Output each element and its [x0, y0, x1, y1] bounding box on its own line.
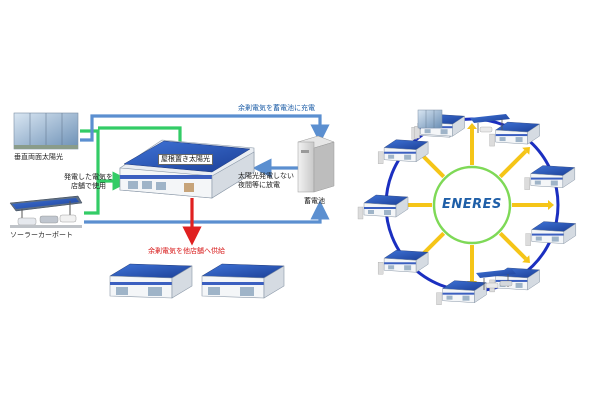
label-solar-carport: ソーラーカーポート — [10, 231, 73, 239]
label-generated-power-used: 発電した電気を 店舗で使用 — [64, 173, 113, 190]
other-store-2-image — [201, 263, 285, 299]
yellow-spoke-arrow — [467, 123, 477, 165]
ring-stores — [357, 113, 577, 305]
mini-vertical-solar — [417, 109, 443, 129]
ring-store-image — [377, 250, 429, 275]
battery-image — [297, 135, 335, 193]
ring-store-image — [525, 221, 577, 246]
green-flow-lines — [80, 126, 182, 215]
ring-store-image — [357, 194, 409, 220]
vertical-bifacial-solar-image — [13, 112, 79, 150]
label-surplus-to-other-stores: 余剰電気を他店舗へ供給 — [148, 247, 225, 255]
ring-store-image — [524, 165, 576, 190]
label-vertical-bifacial-solar: 垂直両面太陽光 — [14, 153, 63, 161]
other-store-1-image — [109, 263, 193, 299]
label-battery: 蓄電池 — [304, 197, 325, 205]
ring-store-image — [436, 280, 488, 305]
mini-carport-top — [470, 114, 510, 133]
main-store-image — [119, 139, 255, 199]
solar-carport-image — [9, 195, 83, 228]
eneres-logo-text: ENERES — [442, 197, 502, 212]
mini-carport-bottom — [476, 269, 516, 290]
yellow-spoke-arrow — [498, 231, 530, 263]
ring-store-image — [489, 121, 541, 147]
center-circle — [432, 165, 512, 245]
ring-store-image — [377, 139, 429, 164]
yellow-spoke-arrow — [467, 245, 477, 287]
blue-flow-lines — [80, 114, 330, 224]
yellow-spoke-arrow — [498, 147, 530, 179]
label-surplus-to-battery: 余剰電気を蓄電池に充電 — [238, 104, 315, 112]
label-night-discharge: 太陽光発電しない 夜間等に放電 — [238, 172, 294, 189]
yellow-spoke-arrow — [512, 200, 554, 210]
label-rooftop-solar: 屋根置き太陽光 — [158, 154, 213, 165]
right-network-diagram — [357, 109, 577, 305]
